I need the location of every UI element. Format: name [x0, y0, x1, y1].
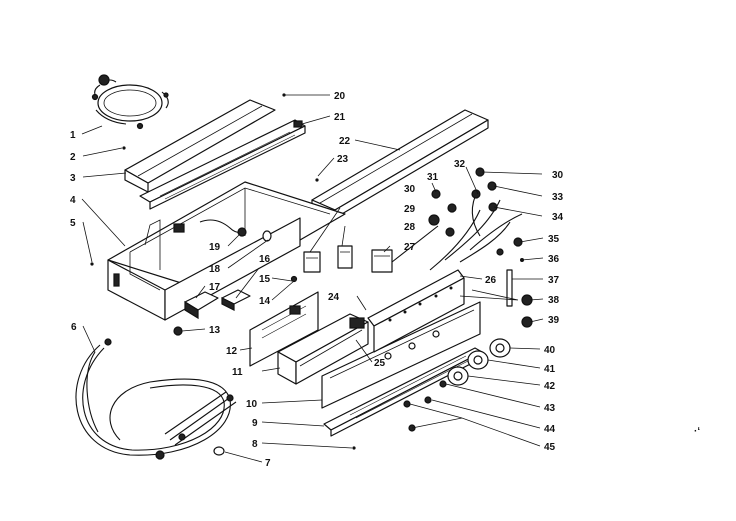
callout-9: 9	[252, 418, 258, 429]
part-frame	[277, 313, 369, 385]
part-washer	[213, 446, 225, 456]
callout-5: 5	[70, 218, 76, 229]
part-switch-block	[173, 275, 298, 336]
callout-23: 23	[337, 154, 349, 165]
part-mounting-plate	[249, 291, 319, 367]
callout-24: 24	[328, 292, 340, 303]
callout-30a: 30	[404, 184, 416, 195]
callout-4: 4	[70, 195, 76, 206]
callout-34: 34	[552, 212, 564, 223]
part-rod	[506, 269, 513, 307]
callout-3: 3	[70, 173, 76, 184]
callout-22: 22	[339, 136, 351, 147]
callout-42: 42	[544, 381, 556, 392]
callout-13: 13	[209, 325, 221, 336]
callout-7: 7	[265, 458, 271, 469]
part-control-knobs	[403, 338, 511, 432]
callout-37: 37	[548, 275, 560, 286]
part-top-bracket	[124, 99, 276, 193]
part-hardware-small	[428, 167, 524, 262]
part-cross-bar	[139, 119, 306, 210]
part-relays	[303, 245, 393, 273]
callout-26: 26	[485, 275, 497, 286]
margin-mark: ·ʻ	[694, 426, 700, 437]
callout-32: 32	[454, 159, 466, 170]
callout-2: 2	[70, 152, 76, 163]
callout-33: 33	[552, 192, 564, 203]
part-panel-face	[321, 301, 481, 409]
callout-25: 25	[374, 358, 386, 369]
callout-31: 31	[427, 172, 439, 183]
callout-44: 44	[544, 424, 556, 435]
callout-6: 6	[71, 322, 77, 333]
callout-30b: 30	[552, 170, 564, 181]
callout-40: 40	[544, 345, 556, 356]
callout-11: 11	[232, 367, 243, 378]
callout-43: 43	[544, 403, 556, 414]
part-backplate	[367, 269, 465, 353]
callout-18: 18	[209, 264, 221, 275]
callout-36: 36	[548, 254, 560, 265]
callout-28: 28	[404, 222, 416, 233]
callout-14: 14	[259, 296, 271, 307]
callout-35: 35	[548, 234, 560, 245]
callout-17: 17	[209, 282, 221, 293]
callout-29: 29	[404, 204, 416, 215]
leader-lines	[81, 93, 544, 463]
callout-45: 45	[544, 442, 556, 453]
callout-8: 8	[252, 439, 258, 450]
callout-20: 20	[334, 91, 346, 102]
callout-19: 19	[209, 242, 221, 253]
part-wire-bundle	[75, 338, 237, 460]
callout-21: 21	[334, 112, 346, 123]
callout-12: 12	[226, 346, 238, 357]
callout-41: 41	[544, 364, 556, 375]
callout-16: 16	[259, 254, 271, 265]
callout-labels: 1 2 3 4 5 6 7 8 9 10 11 12 13 14 15 16 1…	[70, 91, 700, 469]
callout-27: 27	[404, 242, 416, 253]
part-knob-small	[521, 294, 533, 328]
callout-1: 1	[70, 130, 76, 141]
callout-39: 39	[548, 315, 560, 326]
callout-38: 38	[548, 295, 560, 306]
part-wire-harness-coil	[91, 74, 169, 130]
callout-15: 15	[259, 274, 271, 285]
callout-10: 10	[246, 399, 258, 410]
